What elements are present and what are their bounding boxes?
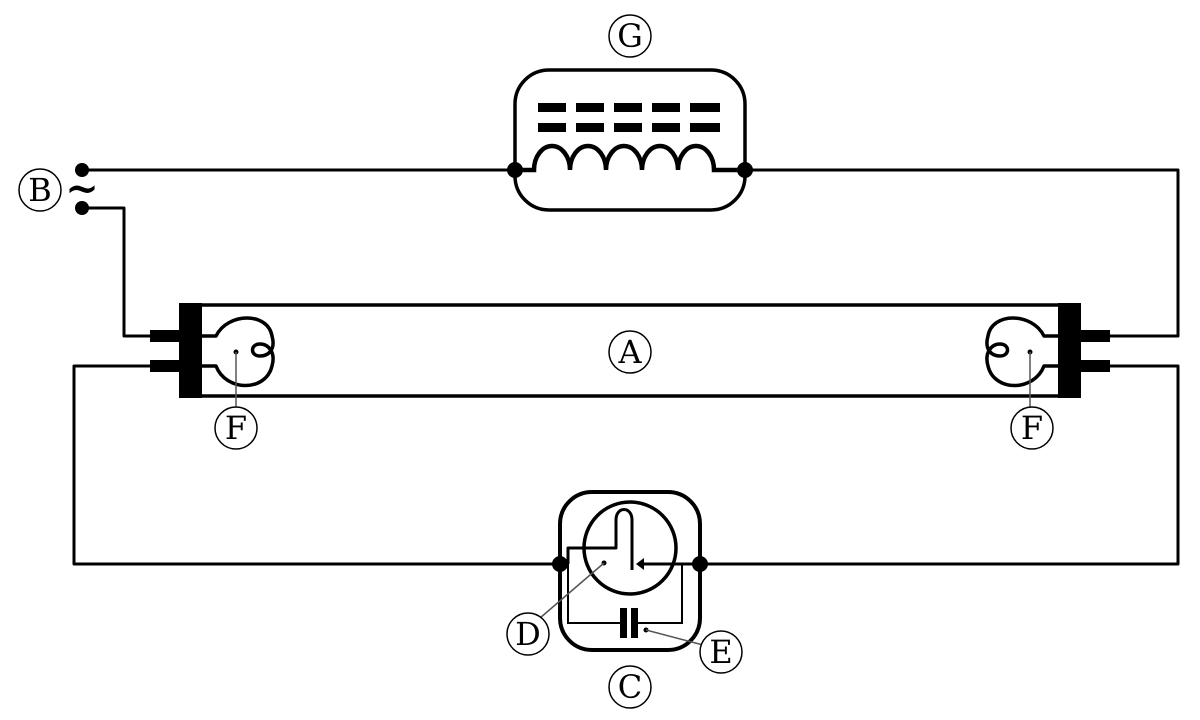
label-d: D bbox=[506, 612, 550, 656]
label-b: B bbox=[18, 168, 62, 212]
capacitor-wires bbox=[567, 564, 683, 624]
wire-right-pin-to-starter bbox=[698, 364, 1180, 566]
supply-terminal-top bbox=[75, 163, 89, 177]
bimetal-contact bbox=[566, 508, 634, 570]
tube-pin-right-top bbox=[1080, 330, 1110, 342]
labels: A B C D E F F G bbox=[18, 14, 1054, 709]
wires bbox=[72, 168, 1180, 566]
tube-pin-left-top bbox=[150, 330, 180, 342]
label-e-text: E bbox=[709, 633, 732, 671]
capacitor-plate-right bbox=[631, 608, 638, 638]
tube-end-cap-left bbox=[179, 303, 202, 398]
wire-ballast-to-right-pin bbox=[743, 168, 1180, 338]
ballast-housing bbox=[513, 68, 747, 212]
label-e: E bbox=[699, 630, 743, 674]
tube-end-cap-right bbox=[1058, 303, 1081, 398]
ballast bbox=[507, 68, 753, 212]
label-g: G bbox=[608, 14, 652, 58]
ac-symbol: ~ bbox=[65, 165, 99, 212]
wire-supply-bottom-to-left-pin bbox=[80, 206, 154, 338]
fluorescent-tube bbox=[150, 303, 1110, 407]
starter bbox=[539, 490, 708, 652]
label-c: C bbox=[608, 665, 652, 709]
label-f-right: F bbox=[1010, 406, 1054, 450]
capacitor-plate-left bbox=[620, 608, 627, 638]
label-f-left-text: F bbox=[225, 409, 247, 447]
filament-left bbox=[202, 316, 275, 388]
starter-terminal-right bbox=[692, 556, 708, 572]
ballast-core-bars bbox=[538, 103, 720, 132]
label-f-right-text: F bbox=[1021, 409, 1043, 447]
label-d-text: D bbox=[515, 615, 541, 653]
label-b-text: B bbox=[28, 171, 52, 209]
ballast-terminal-left bbox=[507, 162, 523, 178]
tube-pin-right-bottom bbox=[1080, 360, 1110, 372]
label-c-text: C bbox=[618, 668, 642, 706]
wire-left-pin-to-starter bbox=[72, 364, 562, 566]
leader-e bbox=[645, 629, 704, 646]
label-g-text: G bbox=[617, 17, 643, 55]
tube-pin-left-bottom bbox=[150, 360, 180, 372]
ballast-terminal-right bbox=[737, 162, 753, 178]
fixed-contact-tip bbox=[636, 558, 644, 570]
supply-terminal-bottom bbox=[75, 201, 89, 215]
filament-right bbox=[985, 316, 1058, 388]
starter-terminal-left bbox=[552, 556, 568, 572]
label-a: A bbox=[608, 330, 652, 374]
ballast-coil bbox=[512, 143, 748, 173]
label-a-text: A bbox=[617, 333, 642, 371]
power-source: ~ bbox=[65, 163, 99, 215]
leader-d bbox=[539, 562, 605, 619]
label-f-left: F bbox=[214, 406, 258, 450]
